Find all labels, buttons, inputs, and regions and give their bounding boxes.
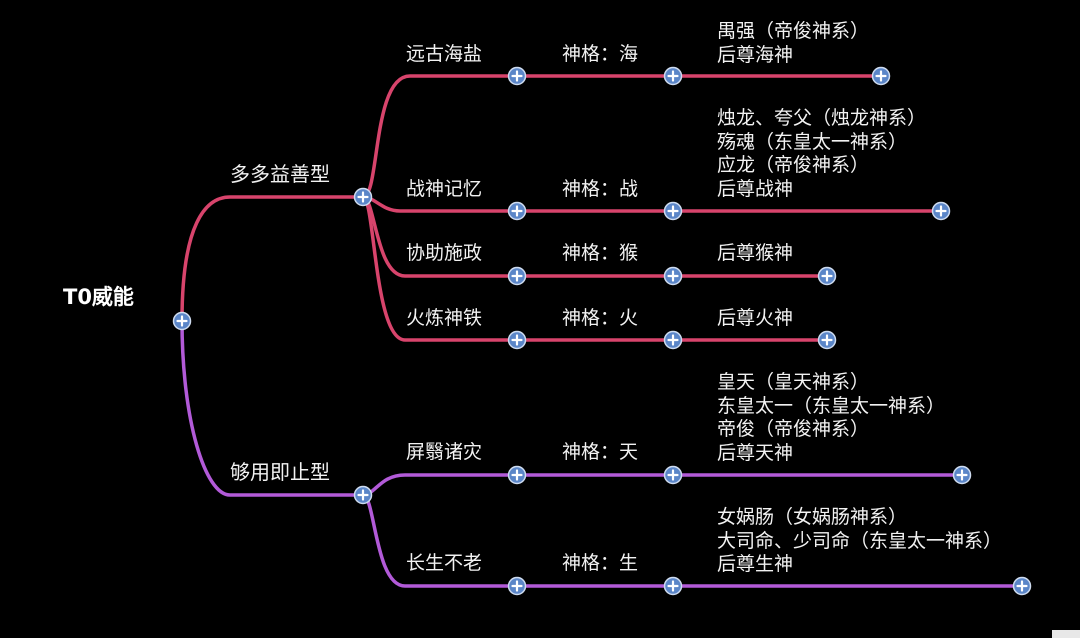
god-line: 殇魂（东皇太一神系）	[717, 130, 908, 153]
god-line: 后尊猴神	[717, 242, 794, 264]
deity-label-1-2: 神格：战	[562, 178, 639, 200]
deity-label-1-1: 神格：海	[562, 43, 639, 65]
plus-circle-icon[interactable]	[663, 201, 683, 221]
plus-circle-icon[interactable]	[663, 576, 683, 596]
god-line: 东皇太一（东皇太一神系）	[717, 394, 946, 417]
god-line: 后尊火神	[717, 307, 794, 329]
plus-circle-icon[interactable]	[172, 311, 192, 331]
item-label-1-2: 战神记忆	[406, 178, 483, 200]
plus-circle-icon[interactable]	[817, 266, 837, 286]
deity-label-2-2: 神格：生	[562, 552, 639, 574]
gods-block-1-2: 烛龙、夸父（烛龙神系） 殇魂（东皇太一神系） 应龙（帝俊神系） 后尊战神	[717, 107, 926, 201]
item-label-1-1: 远古海盐	[406, 43, 483, 65]
plus-circle-icon[interactable]	[663, 66, 683, 86]
god-line: 帝俊（帝俊神系）	[717, 418, 870, 440]
deity-label-1-4: 神格：火	[562, 307, 639, 329]
item-label-1-4: 火炼神铁	[406, 307, 483, 329]
god-line: 后尊海神	[717, 43, 794, 66]
god-line: 后尊战神	[717, 177, 794, 200]
god-line: 后尊天神	[717, 441, 794, 464]
connector-category-1	[180, 195, 363, 322]
god-line: 大司命、少司命（东皇太一神系）	[717, 529, 1003, 552]
plus-circle-icon[interactable]	[507, 465, 527, 485]
plus-circle-icon[interactable]	[507, 576, 527, 596]
god-line: 禺强（帝俊神系）	[717, 20, 870, 42]
category-label-1: 多多益善型	[230, 162, 330, 186]
plus-circle-icon[interactable]	[663, 465, 683, 485]
plus-circle-icon[interactable]	[663, 330, 683, 350]
plus-circle-icon[interactable]	[1012, 576, 1032, 596]
god-line: 烛龙、夸父（烛龙神系）	[717, 107, 927, 129]
plus-circle-icon[interactable]	[871, 66, 891, 86]
gods-block-1-4: 后尊火神	[717, 307, 793, 331]
item-label-1-3: 协助施政	[406, 242, 483, 264]
god-line: 皇天（皇天神系）	[717, 371, 870, 393]
plus-circle-icon[interactable]	[663, 266, 683, 286]
god-line: 后尊生神	[717, 553, 794, 575]
category-label-2: 够用即止型	[230, 460, 330, 484]
corner-artifact	[1052, 630, 1080, 638]
root-label: T0威能	[63, 285, 134, 309]
gods-block-2-1: 皇天（皇天神系） 东皇太一（东皇太一神系） 帝俊（帝俊神系） 后尊天神	[717, 371, 945, 465]
item-label-2-1: 屏翳诸灾	[406, 441, 483, 463]
god-line: 女娲肠（女娲肠神系）	[717, 506, 908, 528]
connector-item-2-1	[362, 473, 517, 497]
plus-circle-icon[interactable]	[507, 266, 527, 286]
deity-label-1-3: 神格：猴	[562, 242, 639, 264]
god-line: 应龙（帝俊神系）	[717, 154, 870, 176]
plus-circle-icon[interactable]	[353, 485, 373, 505]
item-label-2-2: 长生不老	[406, 552, 483, 574]
gods-block-2-2: 女娲肠（女娲肠神系） 大司命、少司命（东皇太一神系） 后尊生神	[717, 506, 1002, 577]
plus-circle-icon[interactable]	[952, 465, 972, 485]
gods-block-1-3: 后尊猴神	[717, 242, 793, 266]
gods-block-1-1: 禺强（帝俊神系） 后尊海神	[717, 20, 869, 67]
plus-circle-icon[interactable]	[931, 201, 951, 221]
plus-circle-icon[interactable]	[817, 330, 837, 350]
plus-circle-icon[interactable]	[507, 330, 527, 350]
deity-label-2-1: 神格：天	[562, 441, 639, 463]
plus-circle-icon[interactable]	[353, 187, 373, 207]
plus-circle-icon[interactable]	[507, 66, 527, 86]
connector-category-2	[180, 320, 363, 497]
plus-circle-icon[interactable]	[507, 201, 527, 221]
